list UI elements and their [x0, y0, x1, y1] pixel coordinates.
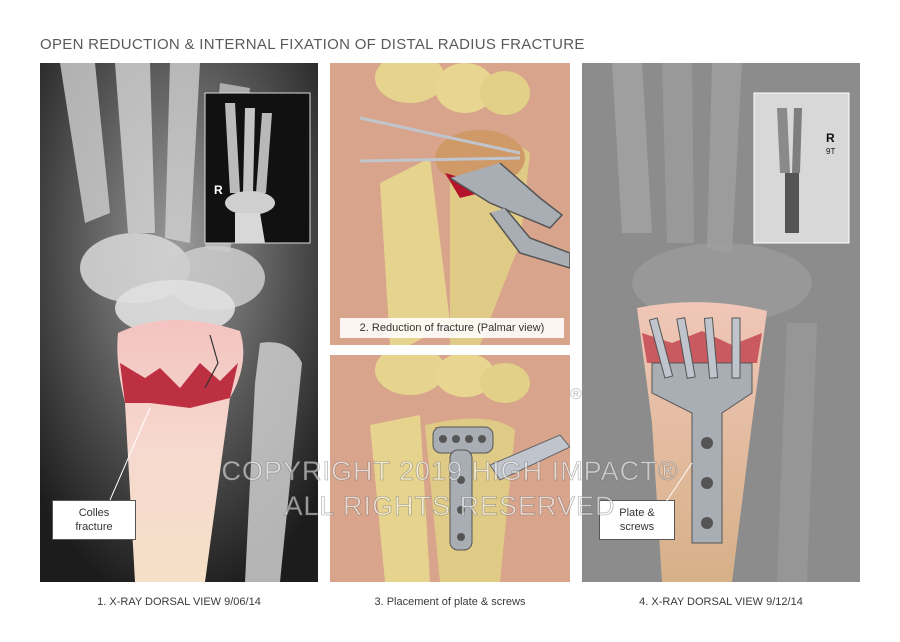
- xray-marker: R: [826, 131, 835, 145]
- panel1-caption: 1. X-RAY DORSAL VIEW 9/06/14: [97, 596, 261, 608]
- callout-text: fracture: [75, 521, 113, 533]
- watermark-line1: COPYRIGHT 2019 HIGH IMPACT®: [221, 456, 679, 487]
- panel4-caption: 4. X-RAY DORSAL VIEW 9/12/14: [639, 596, 803, 608]
- xray-marker-sub: 9T: [826, 147, 836, 156]
- plate-placement-panel: [330, 355, 570, 582]
- page-title: OPEN REDUCTION & INTERNAL FIXATION OF DI…: [40, 36, 585, 53]
- xray-illustration-after: [582, 63, 860, 582]
- reduction-panel: [330, 63, 570, 345]
- xray-panel-before: R Colles fracture: [40, 63, 318, 582]
- panel3-caption: 3. Placement of plate & screws: [374, 596, 526, 608]
- xray-panel-after: R 9T Plate & screws: [582, 63, 860, 582]
- reduction-illustration: [330, 63, 570, 345]
- watermark-line2: ALL RIGHTS RESERVED: [284, 491, 616, 522]
- xray-marker: R: [214, 183, 223, 197]
- xray-illustration-before: [40, 63, 318, 582]
- callout-text: Colles: [78, 507, 110, 519]
- plate-illustration: [330, 355, 570, 582]
- callout-text: screws: [619, 521, 655, 533]
- callout-leader-line: [661, 462, 693, 509]
- registered-mark: ®: [570, 386, 582, 403]
- panel2-caption: 2. Reduction of fracture (Palmar view): [340, 318, 564, 338]
- callout-leader-line: [109, 407, 151, 501]
- colles-fracture-callout: Colles fracture: [52, 500, 136, 540]
- callout-text: Plate &: [619, 507, 655, 519]
